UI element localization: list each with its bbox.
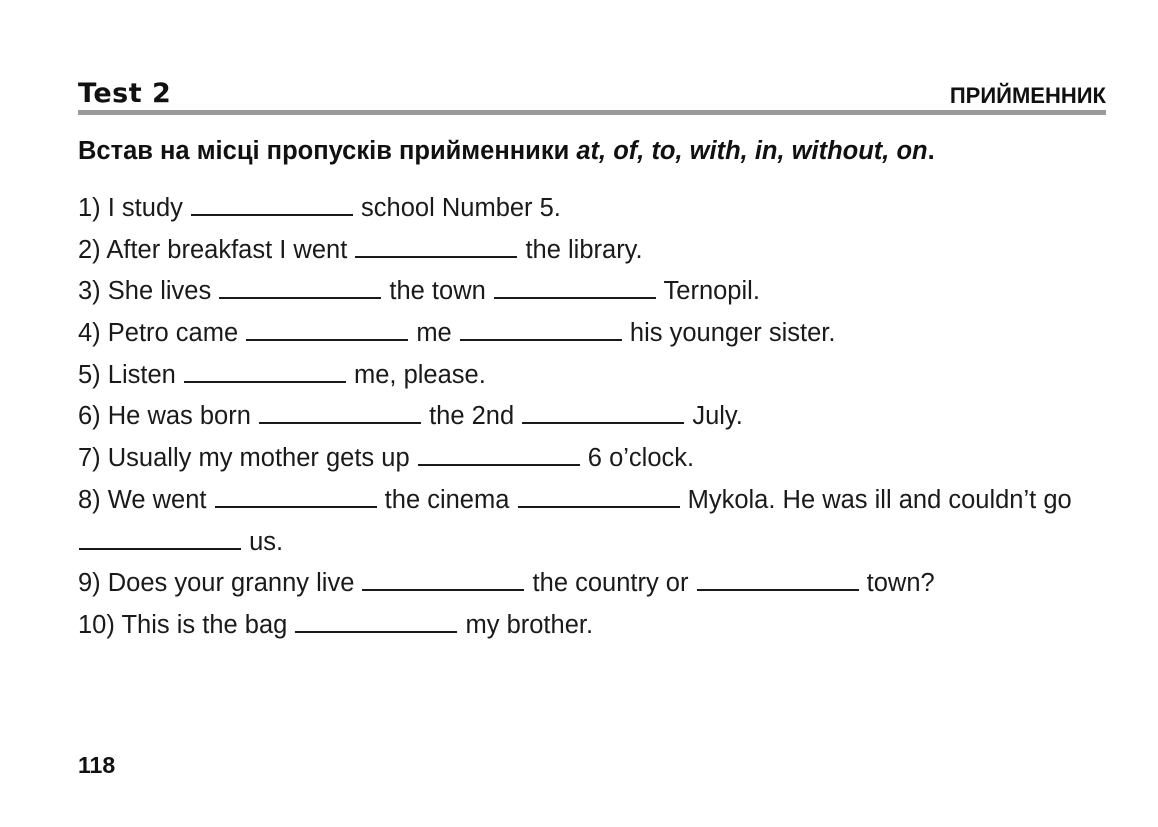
exercise-text: 9) Does your granny live [78, 569, 362, 598]
answer-blank [459, 319, 622, 342]
answer-blank [417, 444, 580, 467]
exercise-text: school Number 5. [353, 194, 561, 222]
exercise-text: me, please. [346, 360, 486, 389]
answer-blank [295, 611, 458, 633]
instruction-lead: Встав на місці пропусків прийменники [78, 137, 577, 165]
page-header: Test 2 ПРИЙМЕННИК [78, 76, 1106, 112]
exercise-text: 6 o’clock. [580, 444, 695, 473]
instruction-end: . [927, 137, 935, 165]
exercise-9: 9) Does your granny live the country or … [78, 563, 1108, 605]
answer-blank [190, 194, 353, 216]
exercise-list: 1) I study school Number 5. 2) After bre… [78, 188, 1108, 647]
exercise-text: 7) Usually my mother gets up [78, 444, 417, 473]
exercise-text: town? [859, 569, 935, 598]
exercise-text: 3) She lives [78, 277, 219, 306]
answer-blank [355, 236, 518, 258]
instruction: Встав на місці пропусків прийменники at,… [78, 137, 1118, 166]
exercise-text: the cinema [377, 485, 517, 514]
exercise-7: 7) Usually my mother gets up 6 o’clock. [78, 438, 1108, 480]
exercise-text: July. [685, 402, 743, 431]
exercise-text: 2) After breakfast I went [78, 235, 355, 264]
exercise-text: 5) Listen [78, 360, 183, 389]
exercise-text: the 2nd [422, 402, 522, 431]
exercise-text: my brother. [458, 610, 594, 639]
exercise-text: me [409, 319, 459, 348]
answer-blank [214, 486, 377, 508]
exercise-text: us. [242, 527, 284, 556]
answer-blank [696, 569, 859, 592]
exercise-1: 1) I study school Number 5. [78, 188, 1108, 230]
answer-blank [522, 402, 685, 425]
exercise-text: the library. [518, 235, 643, 264]
exercise-text: the country or [525, 569, 696, 598]
exercise-text: the town [382, 277, 493, 306]
page-number: 118 [78, 752, 116, 778]
exercise-text: 1) I study [78, 194, 190, 222]
exercise-text: 8) We went [78, 485, 214, 514]
answer-blank [259, 402, 421, 425]
section-title: ПРИЙМЕННИК [949, 83, 1106, 108]
exercise-text: Mykola. He was ill and couldn’t go [680, 485, 1072, 514]
answer-blank [517, 486, 680, 508]
exercise-text: his younger sister. [622, 319, 836, 348]
exercise-5: 5) Listen me, please. [78, 355, 1108, 397]
answer-blank [362, 569, 525, 592]
answer-blank [246, 319, 409, 342]
answer-blank [183, 361, 346, 383]
exercise-4: 4) Petro came me his younger sister. [78, 313, 1108, 355]
exercise-3: 3) She lives the town Ternopil. [78, 271, 1108, 313]
exercise-text: 4) Petro came [78, 319, 246, 348]
exercise-text: Ternopil. [656, 277, 760, 306]
exercise-6: 6) He was born the 2nd July. [78, 396, 1108, 438]
exercise-10: 10) This is the bag my brother. [78, 605, 1108, 647]
exercise-text: 10) This is the bag [78, 610, 295, 639]
header-divider [78, 110, 1106, 115]
answer-blank [79, 528, 241, 550]
test-title: Test 2 [78, 78, 172, 109]
exercise-8: 8) We went the cinema Mykola. He was ill… [78, 480, 1108, 563]
exercise-text: 6) He was born [78, 402, 258, 431]
answer-blank [493, 277, 656, 300]
answer-blank [219, 277, 382, 300]
instruction-prepositions: at, of, to, with, in, without, on [576, 137, 928, 165]
exercise-2: 2) After breakfast I went the library. [78, 230, 1108, 272]
